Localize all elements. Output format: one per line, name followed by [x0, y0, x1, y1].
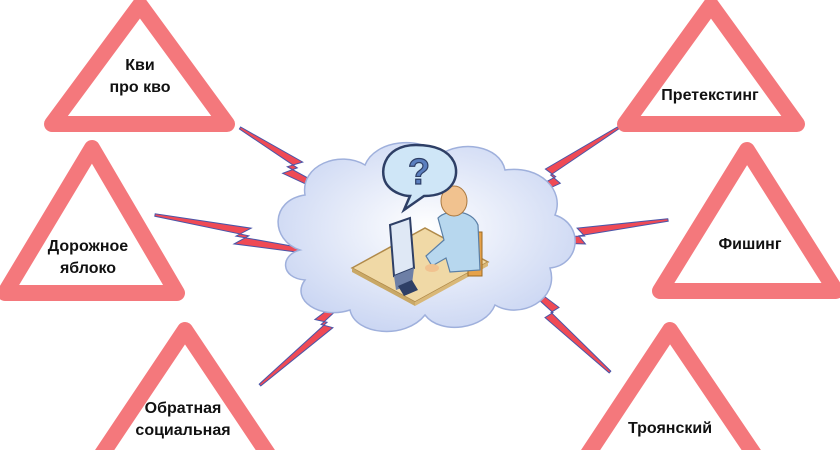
warning-triangle-road-apple — [0, 140, 185, 301]
question-bubble-icon: ? — [382, 143, 458, 214]
warning-triangle-reverse-social — [95, 322, 275, 450]
warning-triangle-quid-pro-quo — [44, 0, 235, 132]
warning-triangle-pretexting — [617, 0, 805, 132]
threat-label-trojan: Троянский — [627, 420, 713, 437]
warning-triangle-trojan — [581, 322, 761, 450]
threat-label-pretexting: Претекстинг — [661, 87, 759, 104]
threat-label-phishing: Фишинг — [718, 236, 782, 253]
question-mark: ? — [408, 151, 430, 192]
user-at-computer-icon — [350, 185, 490, 306]
warning-triangle-phishing — [652, 142, 840, 299]
